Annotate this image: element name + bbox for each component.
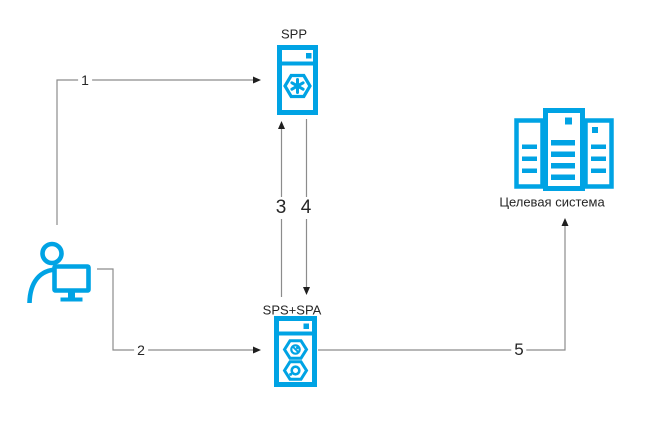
center-tower [543, 108, 585, 191]
application-server-icon [277, 45, 318, 115]
person-head [40, 241, 64, 266]
arrowhead-1 [253, 76, 261, 84]
server-cluster-icon [514, 108, 614, 191]
monitor-base [60, 297, 83, 302]
hexagon-swirl-badge [282, 339, 309, 360]
connector-5 [318, 226, 566, 351]
target-system-label: Целевая система [499, 194, 605, 210]
arrow-label-4: 4 [297, 197, 315, 219]
user-workstation-icon [27, 241, 91, 304]
arrowhead-2 [253, 346, 261, 354]
arrowhead-5 [561, 218, 569, 226]
server-led [303, 323, 309, 329]
arrow-label-1: 1 [78, 72, 92, 88]
hexagon-nut-badge [282, 360, 309, 381]
monitor-screen [52, 264, 91, 293]
asterisk-glyph [290, 78, 305, 94]
server-tower [274, 316, 317, 387]
swirl-glyph [290, 344, 301, 355]
arrow-label-5: 5 [511, 340, 527, 360]
arrowhead-4 [303, 287, 310, 295]
monitor-neck [68, 290, 75, 298]
spp-label: SPP [280, 26, 308, 42]
connector-1 [56, 79, 253, 225]
services-server-icon [274, 316, 317, 387]
arrow-label-2: 2 [134, 342, 148, 358]
nut-glyph [289, 365, 301, 376]
server-led [306, 53, 312, 59]
right-tower [583, 118, 614, 189]
arrow-label-3: 3 [272, 197, 290, 219]
sps-spa-label: SPS+SPA [262, 302, 322, 318]
hexagon-badge [283, 73, 312, 99]
left-tower [514, 118, 545, 189]
arrowhead-3 [278, 121, 285, 129]
connector-2 [97, 268, 253, 351]
